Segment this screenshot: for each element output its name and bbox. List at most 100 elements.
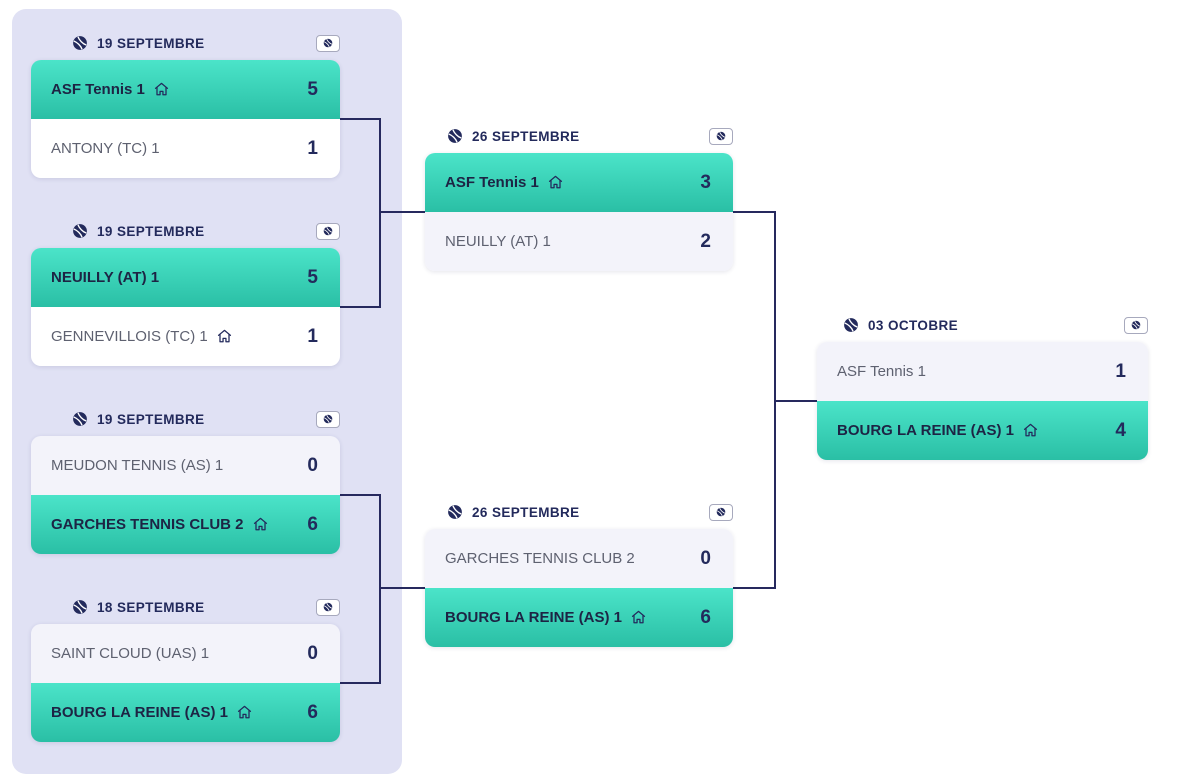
- match-sheet-button[interactable]: [709, 127, 733, 145]
- team-row[interactable]: NEUILLY (AT) 1 5: [31, 248, 340, 307]
- team-score: 6: [307, 701, 318, 723]
- team-row[interactable]: GARCHES TENNIS CLUB 2 6: [31, 495, 340, 554]
- tennis-ball-icon: [72, 223, 88, 239]
- match-header: 18 SEPTEMBRE: [31, 597, 340, 617]
- team-score: 4: [1115, 419, 1126, 441]
- connector-line: [379, 211, 426, 213]
- match-sheet-button[interactable]: [1124, 316, 1148, 334]
- match-sheet-button[interactable]: [316, 410, 340, 428]
- team-row[interactable]: ANTONY (TC) 1 1: [31, 119, 340, 178]
- team-score: 5: [307, 78, 318, 100]
- team-name: SAINT CLOUD (UAS) 1: [51, 645, 210, 662]
- team-row[interactable]: ASF Tennis 1 5: [31, 60, 340, 119]
- team-score: 0: [307, 642, 318, 664]
- team-name: GARCHES TENNIS CLUB 2: [51, 516, 244, 533]
- match-header: 26 SEPTEMBRE: [425, 502, 733, 522]
- match-sheet-ball-icon: [323, 38, 333, 48]
- match-sheet-button[interactable]: [316, 34, 340, 52]
- home-icon: [216, 328, 233, 345]
- team-score: 5: [307, 266, 318, 288]
- home-icon: [252, 516, 269, 533]
- connector-line: [774, 400, 818, 402]
- team-name: BOURG LA REINE (AS) 1: [445, 609, 622, 626]
- team-score: 1: [1115, 360, 1126, 382]
- team-row[interactable]: BOURG LA REINE (AS) 1 6: [425, 588, 733, 647]
- match-date: 03 OCTOBRE: [868, 317, 959, 333]
- match-date: 19 SEPTEMBRE: [97, 35, 205, 51]
- match-sheet-ball-icon: [716, 131, 726, 141]
- team-score: 3: [700, 171, 711, 193]
- tennis-ball-icon: [72, 411, 88, 427]
- match-header: 03 OCTOBRE: [817, 315, 1148, 335]
- team-score: 1: [307, 325, 318, 347]
- match-header: 19 SEPTEMBRE: [31, 221, 340, 241]
- team-row[interactable]: SAINT CLOUD (UAS) 1 0: [31, 624, 340, 683]
- tennis-ball-icon: [447, 128, 463, 144]
- match-header: 19 SEPTEMBRE: [31, 33, 340, 53]
- team-score: 0: [307, 454, 318, 476]
- tennis-ball-icon: [447, 504, 463, 520]
- team-row[interactable]: NEUILLY (AT) 1 2: [425, 212, 733, 271]
- team-row[interactable]: BOURG LA REINE (AS) 1 6: [31, 683, 340, 742]
- match-card: 26 SEPTEMBRE ASF Tennis 1 3 NEUILLY (AT)…: [425, 126, 733, 271]
- team-name: BOURG LA REINE (AS) 1: [837, 422, 1014, 439]
- team-row[interactable]: BOURG LA REINE (AS) 1 4: [817, 401, 1148, 460]
- home-icon: [153, 81, 170, 98]
- match-card: 03 OCTOBRE ASF Tennis 1 1 BOURG LA REINE…: [817, 315, 1148, 460]
- team-name: ANTONY (TC) 1: [51, 140, 160, 157]
- match-sheet-ball-icon: [716, 507, 726, 517]
- match-sheet-ball-icon: [323, 414, 333, 424]
- match-date: 18 SEPTEMBRE: [97, 599, 205, 615]
- tennis-ball-icon: [72, 35, 88, 51]
- home-icon: [630, 609, 647, 626]
- connector-line: [379, 494, 381, 684]
- match-sheet-ball-icon: [323, 602, 333, 612]
- team-row[interactable]: MEUDON TENNIS (AS) 1 0: [31, 436, 340, 495]
- match-sheet-ball-icon: [1131, 320, 1141, 330]
- match-sheet-button[interactable]: [316, 222, 340, 240]
- connector-line: [732, 587, 776, 589]
- match-card: 19 SEPTEMBRE MEUDON TENNIS (AS) 1 0 GARC…: [31, 409, 340, 554]
- match-header: 26 SEPTEMBRE: [425, 126, 733, 146]
- team-row[interactable]: GARCHES TENNIS CLUB 2 0: [425, 529, 733, 588]
- match-date: 19 SEPTEMBRE: [97, 223, 205, 239]
- home-icon: [1022, 422, 1039, 439]
- connector-line: [339, 118, 381, 120]
- connector-line: [339, 682, 381, 684]
- team-name: GARCHES TENNIS CLUB 2: [445, 550, 635, 567]
- team-name: ASF Tennis 1: [51, 81, 145, 98]
- match-date: 26 SEPTEMBRE: [472, 128, 580, 144]
- tennis-ball-icon: [843, 317, 859, 333]
- team-score: 6: [700, 606, 711, 628]
- connector-line: [379, 118, 381, 308]
- match-date: 19 SEPTEMBRE: [97, 411, 205, 427]
- team-row[interactable]: ASF Tennis 1 3: [425, 153, 733, 212]
- home-icon: [236, 704, 253, 721]
- match-header: 19 SEPTEMBRE: [31, 409, 340, 429]
- match-card: 19 SEPTEMBRE NEUILLY (AT) 1 5 GENNEVILLO…: [31, 221, 340, 366]
- team-name: GENNEVILLOIS (TC) 1: [51, 328, 208, 345]
- team-score: 1: [307, 137, 318, 159]
- team-row[interactable]: ASF Tennis 1 1: [817, 342, 1148, 401]
- match-card: 26 SEPTEMBRE GARCHES TENNIS CLUB 2 0 BOU…: [425, 502, 733, 647]
- match-sheet-button[interactable]: [709, 503, 733, 521]
- match-sheet-ball-icon: [323, 226, 333, 236]
- team-name: NEUILLY (AT) 1: [51, 269, 160, 286]
- connector-line: [339, 494, 381, 496]
- match-sheet-button[interactable]: [316, 598, 340, 616]
- team-row[interactable]: GENNEVILLOIS (TC) 1 1: [31, 307, 340, 366]
- match-card: 19 SEPTEMBRE ASF Tennis 1 5 ANTONY (TC) …: [31, 33, 340, 178]
- team-score: 2: [700, 230, 711, 252]
- team-name: MEUDON TENNIS (AS) 1: [51, 457, 224, 474]
- team-name: BOURG LA REINE (AS) 1: [51, 704, 228, 721]
- connector-line: [339, 306, 381, 308]
- team-name: ASF Tennis 1: [837, 363, 926, 380]
- tennis-ball-icon: [72, 599, 88, 615]
- match-date: 26 SEPTEMBRE: [472, 504, 580, 520]
- connector-line: [379, 587, 426, 589]
- team-name: NEUILLY (AT) 1: [445, 233, 551, 250]
- team-name: ASF Tennis 1: [445, 174, 539, 191]
- connector-line: [732, 211, 776, 213]
- team-score: 6: [307, 513, 318, 535]
